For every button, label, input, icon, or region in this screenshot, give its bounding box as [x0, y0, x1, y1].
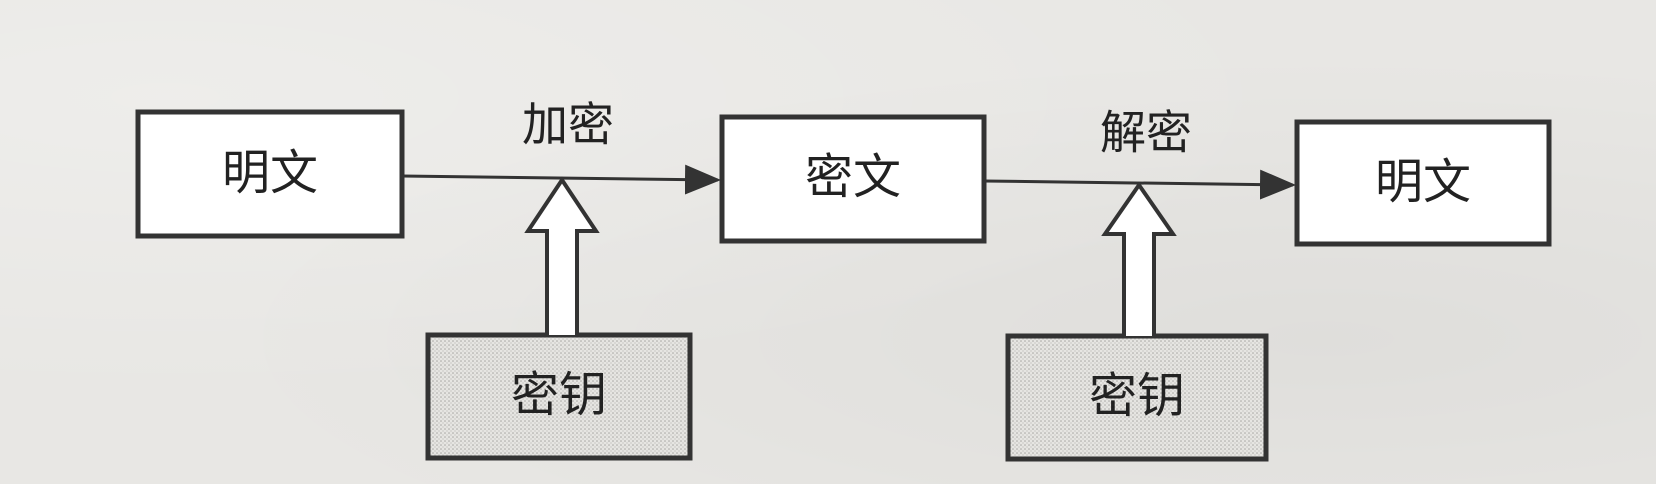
decrypt-label: 解密 [1100, 106, 1192, 160]
key-left-label: 密钥 [511, 367, 607, 423]
plaintext-right-node: 明文 [1294, 119, 1552, 247]
ciphertext-node: 密文 [719, 114, 987, 244]
key-right-node: 密钥 [1005, 333, 1269, 462]
key-left-node: 密钥 [425, 332, 693, 461]
plaintext-right-label: 明文 [1375, 154, 1471, 210]
plaintext-left-label: 明文 [222, 145, 318, 201]
encrypt-label: 加密 [522, 98, 614, 152]
key-right-label: 密钥 [1089, 368, 1185, 424]
ciphertext-label: 密文 [805, 149, 901, 205]
encrypt-arrow [401, 164, 721, 195]
key-right-up-arrow [1101, 181, 1177, 336]
key-left-up-arrow [524, 176, 600, 335]
plaintext-left-node: 明文 [135, 109, 405, 239]
